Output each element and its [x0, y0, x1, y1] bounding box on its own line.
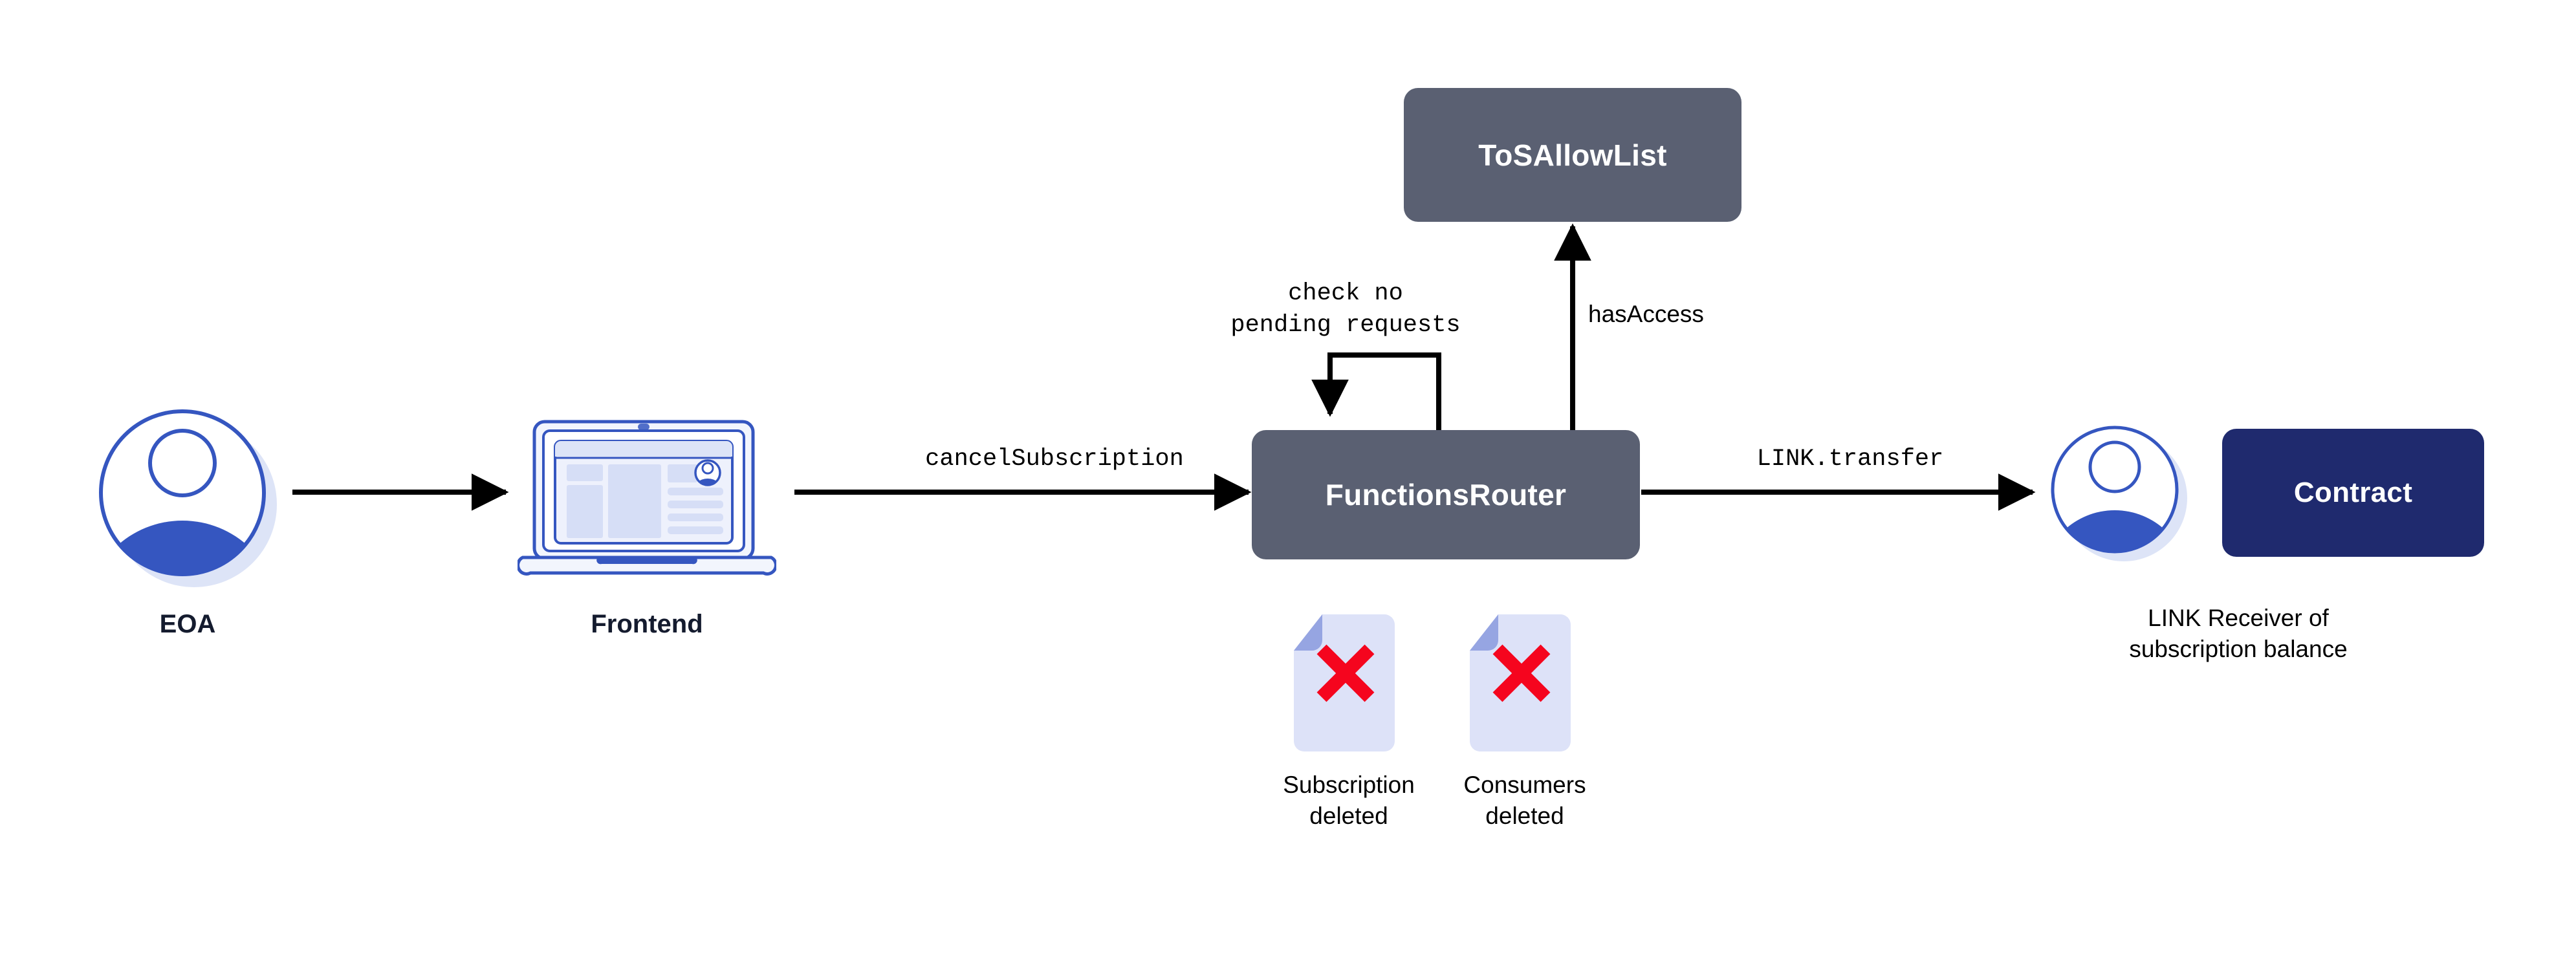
eoa-node	[91, 401, 285, 595]
eoa-label: EOA	[159, 610, 216, 638]
document-x-icon	[1470, 614, 1571, 751]
document-x-icon	[1294, 614, 1395, 751]
edge-label-cancel-subscription: cancelSubscription	[925, 446, 1184, 473]
artifact-subscription-caption-line1: Subscription	[1283, 772, 1415, 798]
functions-router-node[interactable]: FunctionsRouter	[1252, 430, 1640, 559]
frontend-node	[516, 407, 778, 582]
user-avatar-icon	[99, 409, 277, 587]
contract-label: Contract	[2293, 477, 2413, 508]
artifact-consumers-caption-line2: deleted	[1485, 803, 1564, 829]
artifact-subscription-deleted	[1294, 614, 1404, 757]
frontend-label: Frontend	[591, 610, 703, 638]
tos-allow-list-node[interactable]: ToSAllowList	[1404, 88, 1741, 222]
artifact-subscription-caption-line2: deleted	[1309, 803, 1388, 829]
edge-label-check-pending-line2: pending requests	[1230, 312, 1461, 339]
link-receiver-caption-line1: LINK Receiver of	[2148, 605, 2329, 631]
edge-router-self-loop	[1311, 352, 1441, 430]
contract-node[interactable]: Contract	[2222, 429, 2484, 557]
artifact-consumers-caption-line1: Consumers	[1463, 772, 1586, 798]
artifact-consumers-deleted	[1470, 614, 1580, 757]
edge-label-check-pending-line1: check no	[1288, 280, 1403, 307]
tos-allow-list-label: ToSAllowList	[1478, 138, 1667, 172]
edge-label-has-access: hasAccess	[1588, 301, 1704, 327]
functions-router-label: FunctionsRouter	[1325, 478, 1567, 512]
laptop-icon	[516, 420, 778, 576]
link-receiver-caption-line2: subscription balance	[2129, 636, 2348, 662]
link-receiver-node	[2044, 419, 2193, 568]
edge-label-link-transfer: LINK.transfer	[1756, 446, 1944, 473]
user-avatar-icon	[2051, 426, 2187, 561]
